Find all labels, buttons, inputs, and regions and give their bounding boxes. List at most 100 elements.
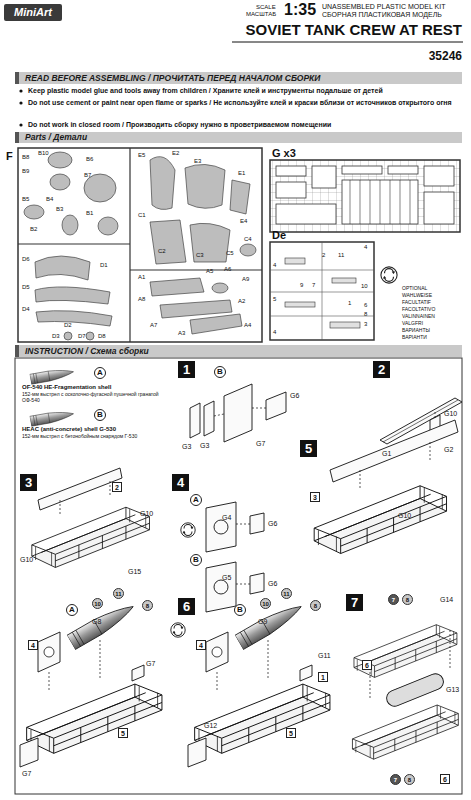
part-label: G15 — [128, 568, 141, 576]
part-label: OPTIONAL — [402, 286, 427, 292]
part-label: A1 — [138, 274, 145, 281]
part-label: D6 — [22, 256, 30, 263]
part-label: B7 — [84, 172, 91, 179]
part-label: C3 — [196, 252, 204, 259]
part-label: B8 — [22, 154, 29, 161]
kit-title: SOVIET TANK CREW AT REST — [246, 21, 462, 38]
part-label: G10 — [140, 510, 153, 518]
node-text: A — [193, 496, 199, 504]
callout-number: B — [190, 554, 202, 566]
callout-number: 8 — [142, 600, 153, 611]
part-label: МАСШТАБ — [246, 11, 276, 18]
node-text: MiniArt — [14, 7, 52, 18]
node-text: 8 — [314, 603, 317, 609]
part-label: G10 — [444, 410, 457, 418]
part-label: B10 — [38, 150, 49, 157]
part-label: 1:35 — [284, 1, 316, 19]
part-label: A3 — [178, 330, 185, 337]
part-label: E1 — [238, 170, 245, 177]
node-text: B — [193, 556, 199, 564]
node-text: 5 — [289, 730, 293, 737]
part-label: D7 — [78, 333, 86, 340]
node-text: 3 — [313, 494, 317, 501]
node-text: 8 — [146, 603, 149, 609]
node-text: 10 — [94, 601, 101, 607]
part-label: G4 — [222, 514, 231, 522]
part-label: OF-540 HE-Fragmentation shell — [22, 384, 111, 391]
part-label: D1 — [100, 262, 108, 269]
part-label: A6 — [224, 266, 231, 273]
node-text: B — [97, 411, 103, 419]
part-label: 2 — [322, 252, 325, 259]
part-label: Do not work in closed room / Производить… — [28, 121, 458, 129]
part-label: D5 — [22, 284, 30, 291]
part-label: C4 — [244, 236, 252, 243]
part-label: G8 — [92, 618, 101, 626]
part-label: E3 — [194, 158, 201, 165]
part-label: C2 — [158, 248, 166, 255]
part-label: 4 — [273, 329, 276, 336]
part-label: B1 — [86, 210, 93, 217]
step-number: 1 — [178, 361, 195, 378]
part-label: E5 — [138, 152, 145, 159]
step-number: 5 — [300, 440, 317, 457]
part-label: C5 — [226, 250, 234, 257]
part-label: UNASSEMBLED PLASTIC MODEL KIT — [322, 3, 445, 11]
node-text: B — [237, 606, 243, 614]
part-label: WAHLWEISE — [402, 293, 432, 299]
step-number: 3 — [20, 474, 37, 491]
part-label: B5 — [22, 196, 29, 203]
part-label: A5 — [206, 268, 213, 275]
part-label: G11 — [318, 652, 331, 660]
node-text: 7 — [394, 777, 397, 783]
node-text: 11 — [283, 591, 289, 597]
part-label: C1 — [138, 212, 146, 219]
part-label: G2 — [444, 446, 453, 454]
part-label: A7 — [150, 322, 157, 329]
part-label: F — [6, 150, 13, 163]
callout-number: 6 — [362, 660, 372, 670]
node-text: 3 — [25, 476, 32, 489]
part-label: ВАРІАНТИ — [402, 335, 427, 341]
part-label: D4 — [22, 306, 30, 313]
part-label: 6 — [364, 302, 367, 309]
node-text: 8 — [406, 597, 409, 603]
part-label: G10 — [20, 556, 33, 564]
part-label: 11 — [338, 252, 344, 259]
callout-number: 1 — [318, 672, 328, 682]
node-text: B — [217, 368, 223, 376]
part-label: 4 — [364, 244, 367, 251]
node-text: A — [69, 606, 75, 614]
callout-number: 4 — [196, 640, 206, 650]
step-number: 7 — [346, 594, 363, 611]
part-label: VALGFRI — [402, 321, 423, 327]
part-label: B9 — [22, 168, 29, 175]
part-label: 8 — [364, 311, 367, 318]
node-text: 5 — [305, 442, 312, 455]
part-label: ВАРИАНТЫ — [402, 328, 430, 334]
part-label: 9 — [300, 282, 303, 289]
part-label: 1 — [348, 300, 351, 307]
node-text: 2 — [115, 484, 119, 491]
part-label: B2 — [30, 226, 37, 233]
step-number: 4 — [172, 474, 189, 491]
part-label: 152-мм выстрел с осколочно-фугасной пуше… — [22, 392, 172, 404]
part-label: 35246 — [429, 50, 462, 64]
node-text: 4 — [199, 642, 203, 649]
callout-number: 10 — [92, 598, 103, 609]
callout-number: B — [94, 409, 106, 421]
node-text: 4 — [177, 476, 184, 489]
part-label: VALINNAINEN — [402, 314, 435, 320]
step-number: 2 — [373, 361, 390, 378]
brand-logo: MiniArt — [4, 4, 62, 21]
section-band: INSTRUCTION / Схема сборки — [15, 345, 462, 357]
part-label: A8 — [138, 296, 145, 303]
part-label: G6 — [290, 392, 299, 400]
part-label: A4 — [244, 322, 251, 329]
node-text: 11 — [115, 591, 121, 597]
part-label: G x3 — [272, 147, 296, 160]
callout-number: 3 — [310, 492, 320, 502]
callout-number: 10 — [260, 598, 271, 609]
part-label: G5 — [222, 574, 231, 582]
